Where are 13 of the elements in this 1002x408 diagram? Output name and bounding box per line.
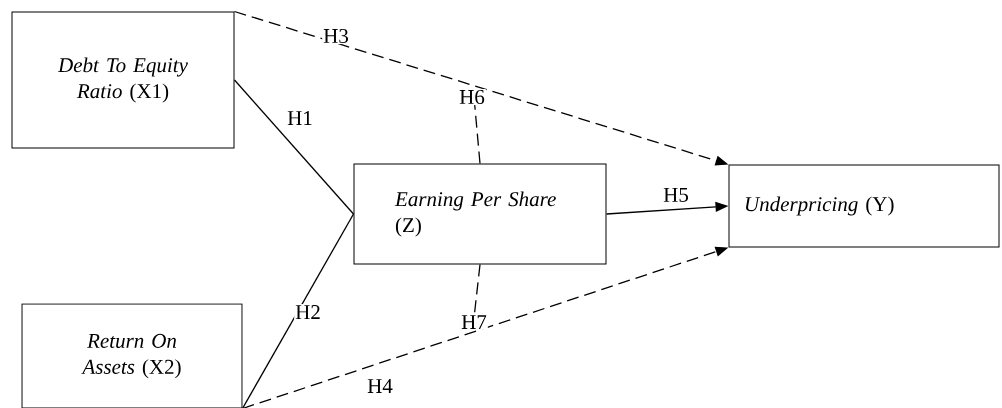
variable-box: Underpricing (Y) xyxy=(728,164,1000,248)
variable-box: Return On Assets (X2) xyxy=(21,303,243,408)
variable-box: Earning Per Share (Z) xyxy=(353,163,607,265)
edge-label: H3 xyxy=(322,27,350,45)
edge-label: H4 xyxy=(366,378,394,394)
variable-box: Debt To Equity Ratio (X1) xyxy=(11,11,235,149)
edge-label: H1 xyxy=(286,110,314,126)
edge-label: H2 xyxy=(294,304,322,320)
edge-label: H5 xyxy=(662,187,690,203)
edge-label: H7 xyxy=(460,314,488,330)
edge-label: H6 xyxy=(458,88,486,106)
connector xyxy=(233,79,355,215)
connector xyxy=(241,213,355,408)
